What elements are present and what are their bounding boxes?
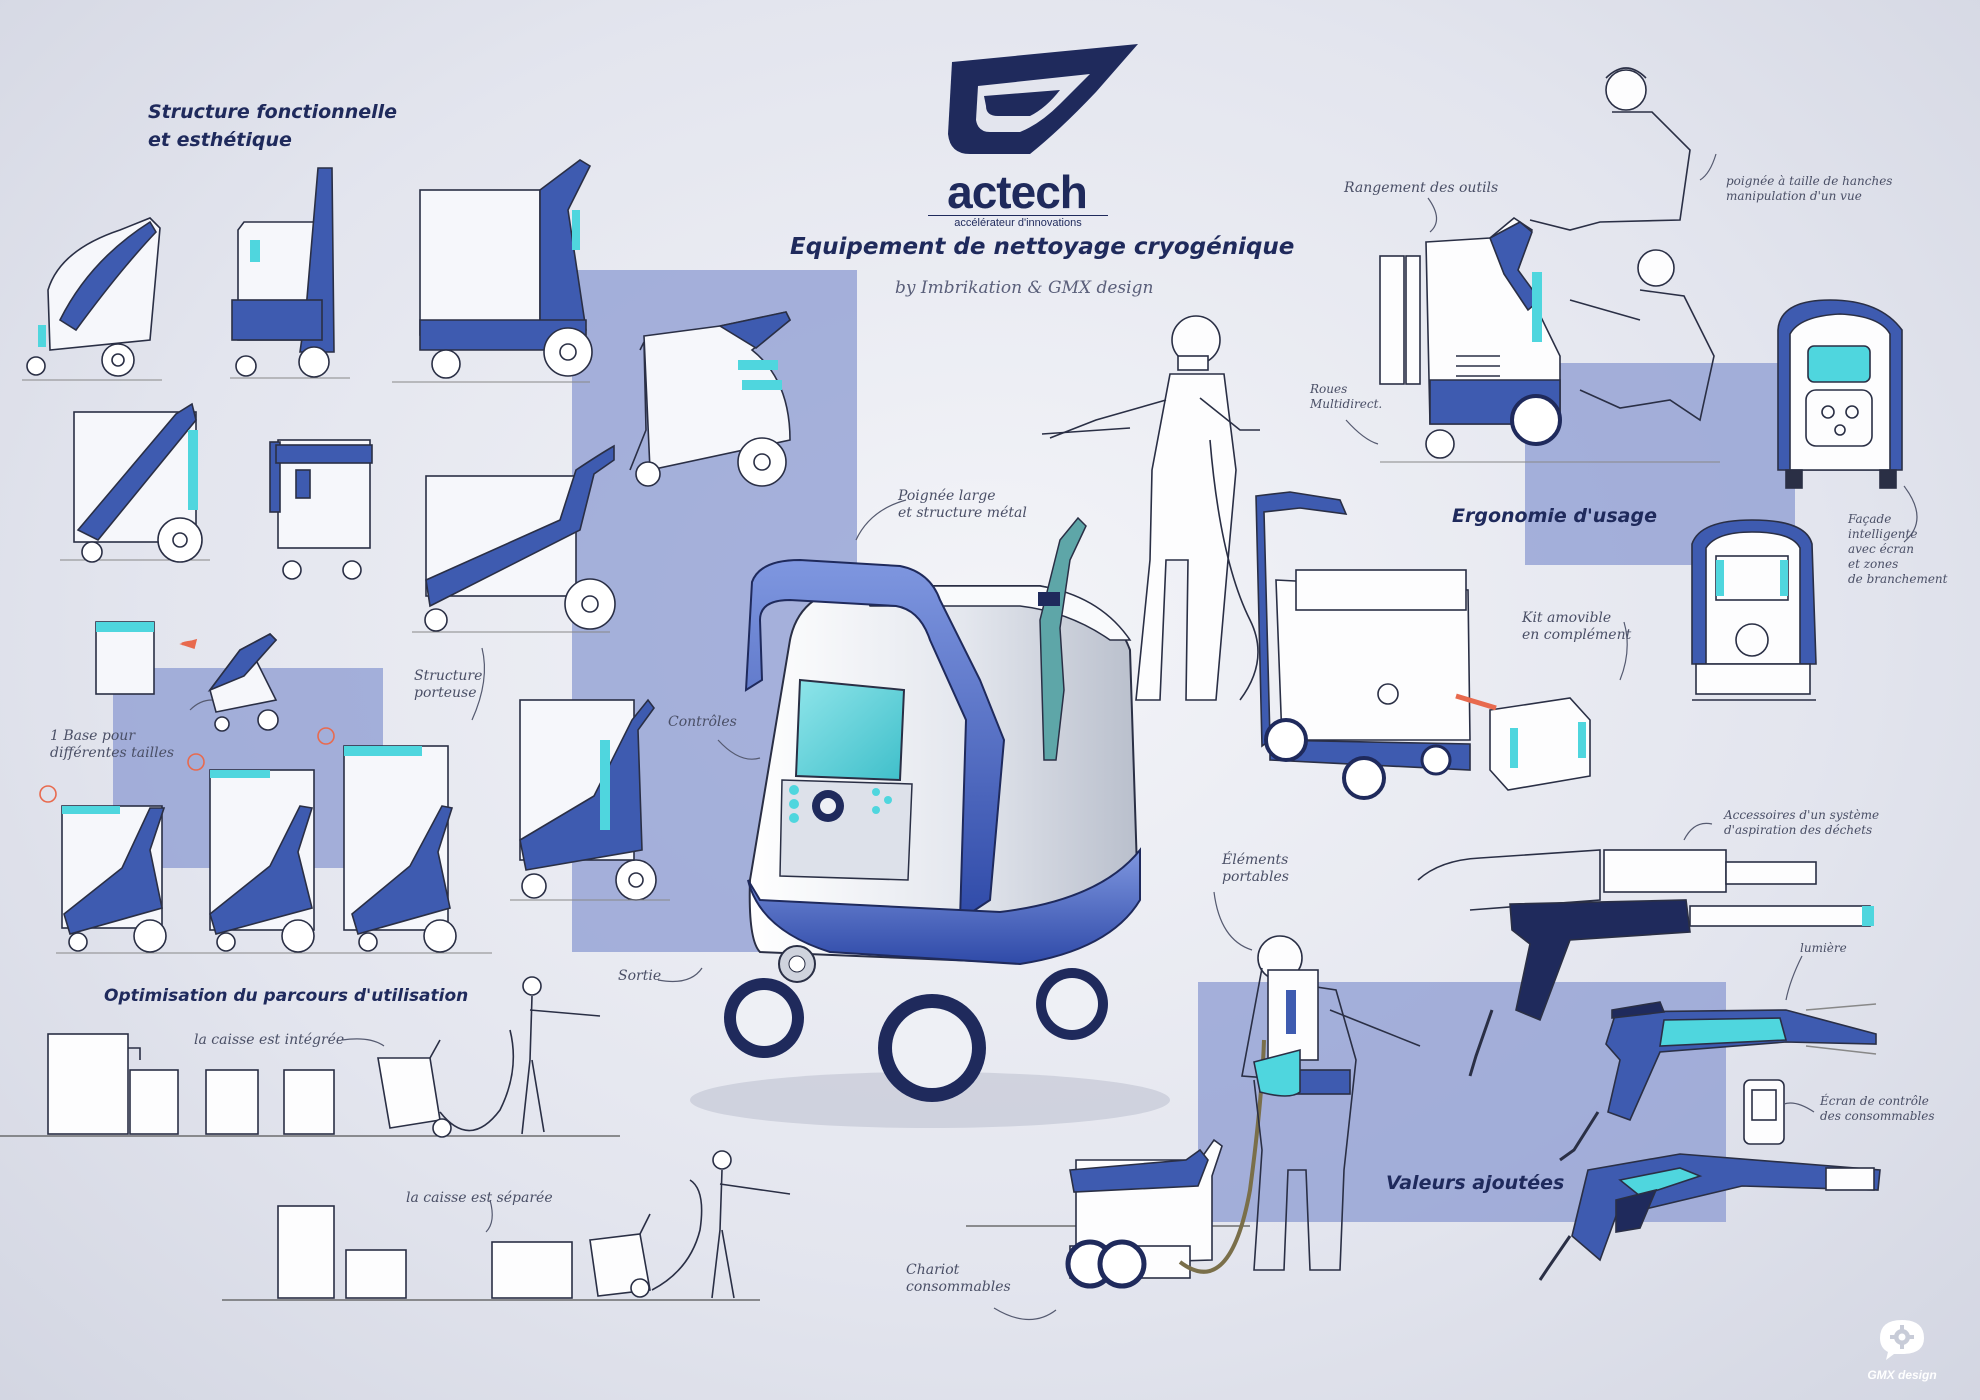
watermark-text: GMX design [1867, 1368, 1937, 1382]
note-elements-portables: Éléments portables [1222, 852, 1289, 885]
note-ecran: Écran de contrôle des consommables [1820, 1094, 1935, 1123]
note-lumiere: lumière [1800, 941, 1847, 955]
sketch-size-variants [39, 727, 492, 954]
gear-bubble-icon [1880, 1320, 1924, 1360]
sketch-back-view [1691, 519, 1817, 701]
note-sortie: Sortie [618, 968, 662, 984]
sketch-backpack-operator [966, 935, 1421, 1289]
note-kit: Kit amovible en complément [1522, 610, 1632, 643]
sketch-cart-small [95, 621, 279, 732]
note-rangement-outils: Rangement des outils [1344, 180, 1499, 196]
sketch-gun-blue [1538, 1153, 1881, 1281]
sketch-cart-3 [392, 159, 593, 383]
sketch-cart-1 [22, 217, 162, 381]
sketch-cart-7 [412, 444, 616, 633]
sketch-gun-light [1559, 1001, 1877, 1162]
sketch-ergonomy [1379, 67, 1720, 463]
actech-logo-mark [948, 44, 1138, 154]
section-valeurs: Valeurs ajoutées [1386, 1172, 1565, 1194]
note-controles: Contrôles [668, 714, 737, 730]
brand-tagline: accélérateur d'innovations [928, 215, 1108, 229]
sketch-cart-5 [60, 402, 210, 563]
sketch-operator-lance [1041, 315, 1260, 701]
annotation-arrows [189, 153, 1918, 1321]
gmx-watermark: GMX design [1852, 1316, 1952, 1382]
workflow-separated [222, 1150, 791, 1301]
workflow-integrated [0, 976, 620, 1138]
sketch-cart-2 [230, 167, 350, 379]
section-optimisation: Optimisation du parcours d'utilisation [104, 986, 469, 1006]
note-caisse-separee: la caisse est séparée [406, 1190, 553, 1206]
brand-name: actech [947, 166, 1088, 218]
note-poignee-taille: poignée à taille de hanches manipulation… [1726, 174, 1893, 203]
note-facade: Façade intelligente avec écran et zones … [1848, 512, 1948, 586]
note-chariot: Chariot consommables [906, 1262, 1011, 1295]
note-structure-porteuse: Structure porteuse [414, 668, 483, 701]
sketch-trolley-kit [1255, 491, 1591, 800]
sketch-cart-6 [269, 439, 373, 580]
note-poignee: Poignée large et structure métal [898, 488, 1027, 521]
note-base-tailles: 1 Base pour différentes tailles [50, 728, 175, 761]
sketch-front-view [1777, 299, 1903, 489]
byline: by Imbrikation & GMX design [895, 278, 1154, 298]
sketch-lance-aspiration [1417, 849, 1874, 1077]
main-cart-render [690, 516, 1170, 1128]
note-caisse-integree: la caisse est intégrée [194, 1032, 345, 1048]
note-roues: Roues Multidirect. [1310, 382, 1383, 411]
sketch-cart-8 [510, 698, 670, 901]
section-structure: Structure fonctionnelle et esthétique [148, 101, 398, 151]
note-accessoires: Accessoires d'un système d'aspiration de… [1724, 808, 1880, 837]
sketch-cart-4 [629, 311, 792, 487]
section-ergonomie: Ergonomie d'usage [1452, 505, 1657, 527]
main-title: Equipement de nettoyage cryogénique [790, 234, 1295, 260]
